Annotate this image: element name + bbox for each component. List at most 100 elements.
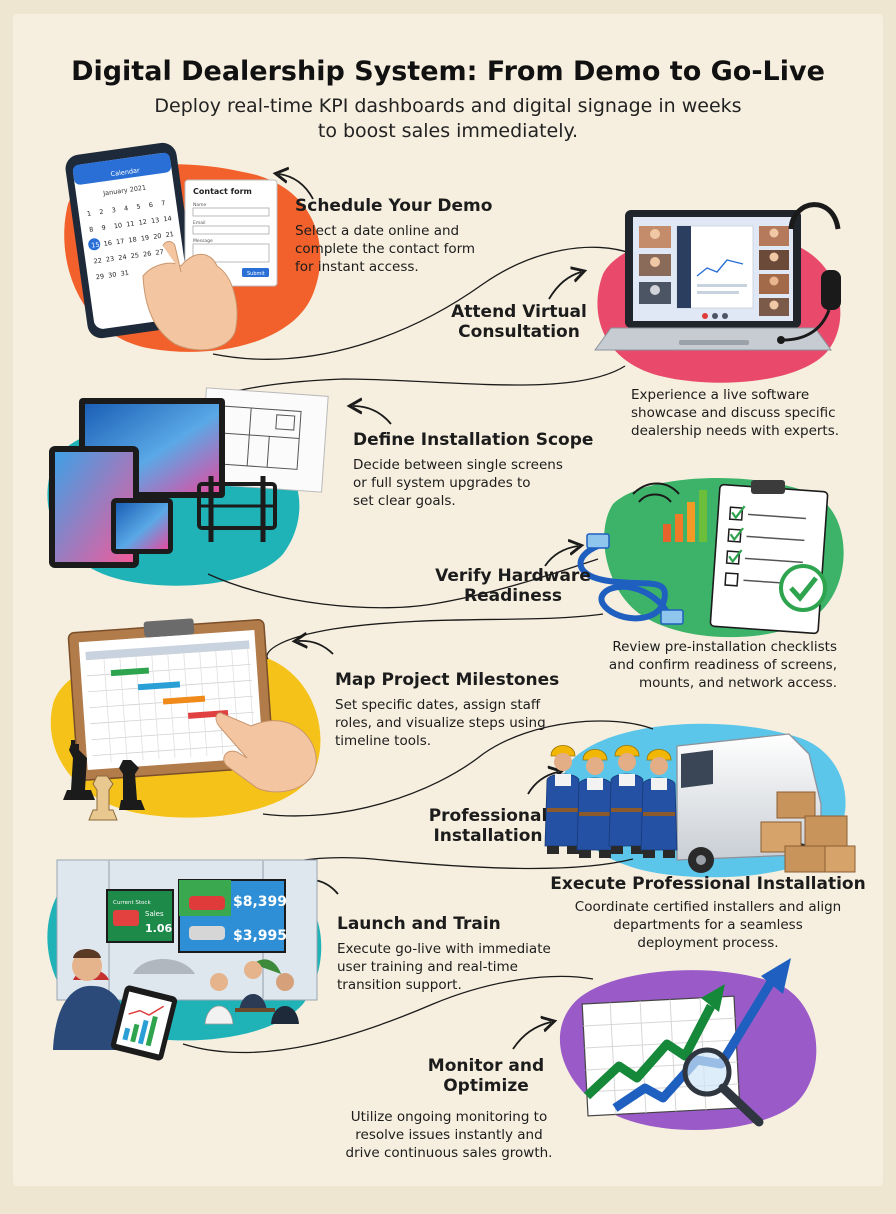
boxes-icon xyxy=(760,791,856,873)
step-desc-line: set clear goals. xyxy=(353,493,456,509)
step-professional-installation-title: Professional Installation xyxy=(423,806,553,846)
signal-bars-icon xyxy=(632,482,707,542)
step-desc-line: transition support. xyxy=(337,977,462,993)
step-hardware-readiness-description: Review pre-installation checklists and c… xyxy=(573,638,837,692)
chess-icon xyxy=(63,740,145,821)
signage-price-2: $3,995 xyxy=(233,928,287,944)
worker-figure xyxy=(608,745,646,854)
arrow-4 xyxy=(544,546,578,567)
calendar-day: 9 xyxy=(101,224,106,232)
calendar-day: 1 xyxy=(86,209,91,217)
step-virtual-consultation-description: Experience a live software showcase and … xyxy=(631,386,876,440)
arrow-8 xyxy=(512,1022,551,1050)
step-monitor-optimize-description: Utilize ongoing monitoring to resolve is… xyxy=(329,1108,569,1162)
calendar-day: 14 xyxy=(163,214,172,223)
step-desc-line: departments for a seamless xyxy=(613,917,803,933)
signage-small-value: 1.06 xyxy=(145,922,172,935)
signage-left-label: Current Stock xyxy=(113,900,151,906)
step-desc-line: Select a date online and xyxy=(295,223,460,239)
step-title: Schedule Your Demo xyxy=(295,196,493,216)
step-title-line: Attend Virtual xyxy=(451,302,587,322)
step-description: Set specific dates, assign staff roles, … xyxy=(335,696,595,750)
calendar-day: 20 xyxy=(153,232,162,241)
laptop-icon xyxy=(594,210,832,351)
step-title: Execute Professional Installation xyxy=(550,874,866,894)
step-desc-line: mounts, and network access. xyxy=(638,675,837,691)
calendar-day: 8 xyxy=(89,225,94,233)
pointing-hand-icon xyxy=(142,241,238,351)
contact-submit: Submit xyxy=(247,271,265,277)
step-desc-line: dealership needs with experts. xyxy=(631,423,840,439)
step-monitor-optimize-title: Monitor and Optimize xyxy=(421,1056,551,1096)
step-description: Coordinate certified installers and alig… xyxy=(541,898,875,952)
calendar-day: 15 xyxy=(91,241,100,250)
calendar-day: 29 xyxy=(95,272,104,281)
contact-field-message: Message xyxy=(193,238,213,244)
checklist-icon xyxy=(709,480,829,635)
calendar-day: 31 xyxy=(120,269,129,278)
calendar-day: 5 xyxy=(136,203,141,211)
step-description: Select a date online and complete the co… xyxy=(295,222,555,276)
step-virtual-consultation-title: Attend Virtual Consultation xyxy=(433,302,605,342)
calendar-day: 25 xyxy=(130,251,139,260)
step-desc-line: Utilize ongoing monitoring to xyxy=(350,1109,548,1125)
calendar-day: 21 xyxy=(165,230,174,239)
step-title-line: Verify Hardware xyxy=(435,566,591,586)
calendar-day: 27 xyxy=(155,248,164,257)
step-title: Launch and Train xyxy=(337,914,501,934)
step-schedule-demo: Schedule Your Demo Select a date online … xyxy=(295,196,555,276)
subtitle-line-2: to boost sales immediately. xyxy=(317,120,579,142)
step-launch-train: Launch and Train Execute go-live with im… xyxy=(337,914,577,994)
arrow-1 xyxy=(279,174,314,200)
calendar-day: 16 xyxy=(103,239,112,248)
step-hardware-readiness-title: Verify Hardware Readiness xyxy=(423,566,603,606)
calendar-day: 26 xyxy=(143,249,152,258)
step-desc-line: and confirm readiness of screens, xyxy=(608,657,837,673)
page-title: Digital Dealership System: From Demo to … xyxy=(71,56,825,87)
ethernet-cable-icon xyxy=(577,533,684,625)
calendar-day: 22 xyxy=(93,256,102,265)
contact-form-title: Contact form xyxy=(193,187,252,196)
signage-wall-icon: Current Stock Sales 1.06 $8,399 $3,995 xyxy=(56,859,318,1001)
step-title-line: Optimize xyxy=(443,1076,529,1096)
calendar-day: 10 xyxy=(113,221,122,230)
calendar-day: 30 xyxy=(108,271,117,280)
step-desc-line: roles, and visualize steps using xyxy=(335,715,546,731)
tablet-icon xyxy=(110,985,178,1061)
step-project-milestones: Map Project Milestones Set specific date… xyxy=(335,670,595,750)
contact-field-name: Name xyxy=(193,202,207,208)
step-desc-line: complete the contact form xyxy=(295,241,476,257)
step-execute-installation: Execute Professional Installation Coordi… xyxy=(541,874,875,952)
step-title-line: Monitor and xyxy=(427,1056,545,1076)
step-desc-line: Coordinate certified installers and alig… xyxy=(574,899,842,915)
step-installation-scope: Define Installation Scope Decide between… xyxy=(353,430,613,510)
arrow-3 xyxy=(353,406,392,425)
arrow-5 xyxy=(298,641,334,655)
journey-path xyxy=(182,246,654,1054)
step-desc-line: user training and real-time xyxy=(337,959,518,975)
step-desc-line: Experience a live software xyxy=(631,387,810,403)
step-description: Execute go-live with immediate user trai… xyxy=(337,940,577,994)
step-desc-line: for instant access. xyxy=(295,259,419,275)
page-subtitle: Deploy real-time KPI dashboards and digi… xyxy=(13,94,883,144)
calendar-day: 2 xyxy=(99,208,104,216)
calendar-day: 3 xyxy=(111,206,116,214)
signage-price-1: $8,399 xyxy=(233,894,287,910)
salesperson-figure xyxy=(53,949,131,1050)
step-desc-line: or full system upgrades to xyxy=(353,475,531,491)
calendar-day: 24 xyxy=(118,253,127,262)
calendar-day: 13 xyxy=(151,216,160,225)
calendar-day: 17 xyxy=(116,237,125,246)
contact-field-email: Email xyxy=(193,220,206,226)
step-title-line: Installation xyxy=(433,826,543,846)
arrow-6 xyxy=(527,772,558,795)
step-desc-line: Set specific dates, assign staff xyxy=(335,697,541,713)
clipboard-gantt-icon xyxy=(67,618,275,782)
calendar-day: 6 xyxy=(148,201,153,209)
monitor-icon xyxy=(49,398,225,568)
step-desc-line: showcase and discuss specific xyxy=(631,405,836,421)
wall-mount-icon xyxy=(197,476,277,542)
step-desc-line: drive continuous sales growth. xyxy=(345,1145,553,1161)
